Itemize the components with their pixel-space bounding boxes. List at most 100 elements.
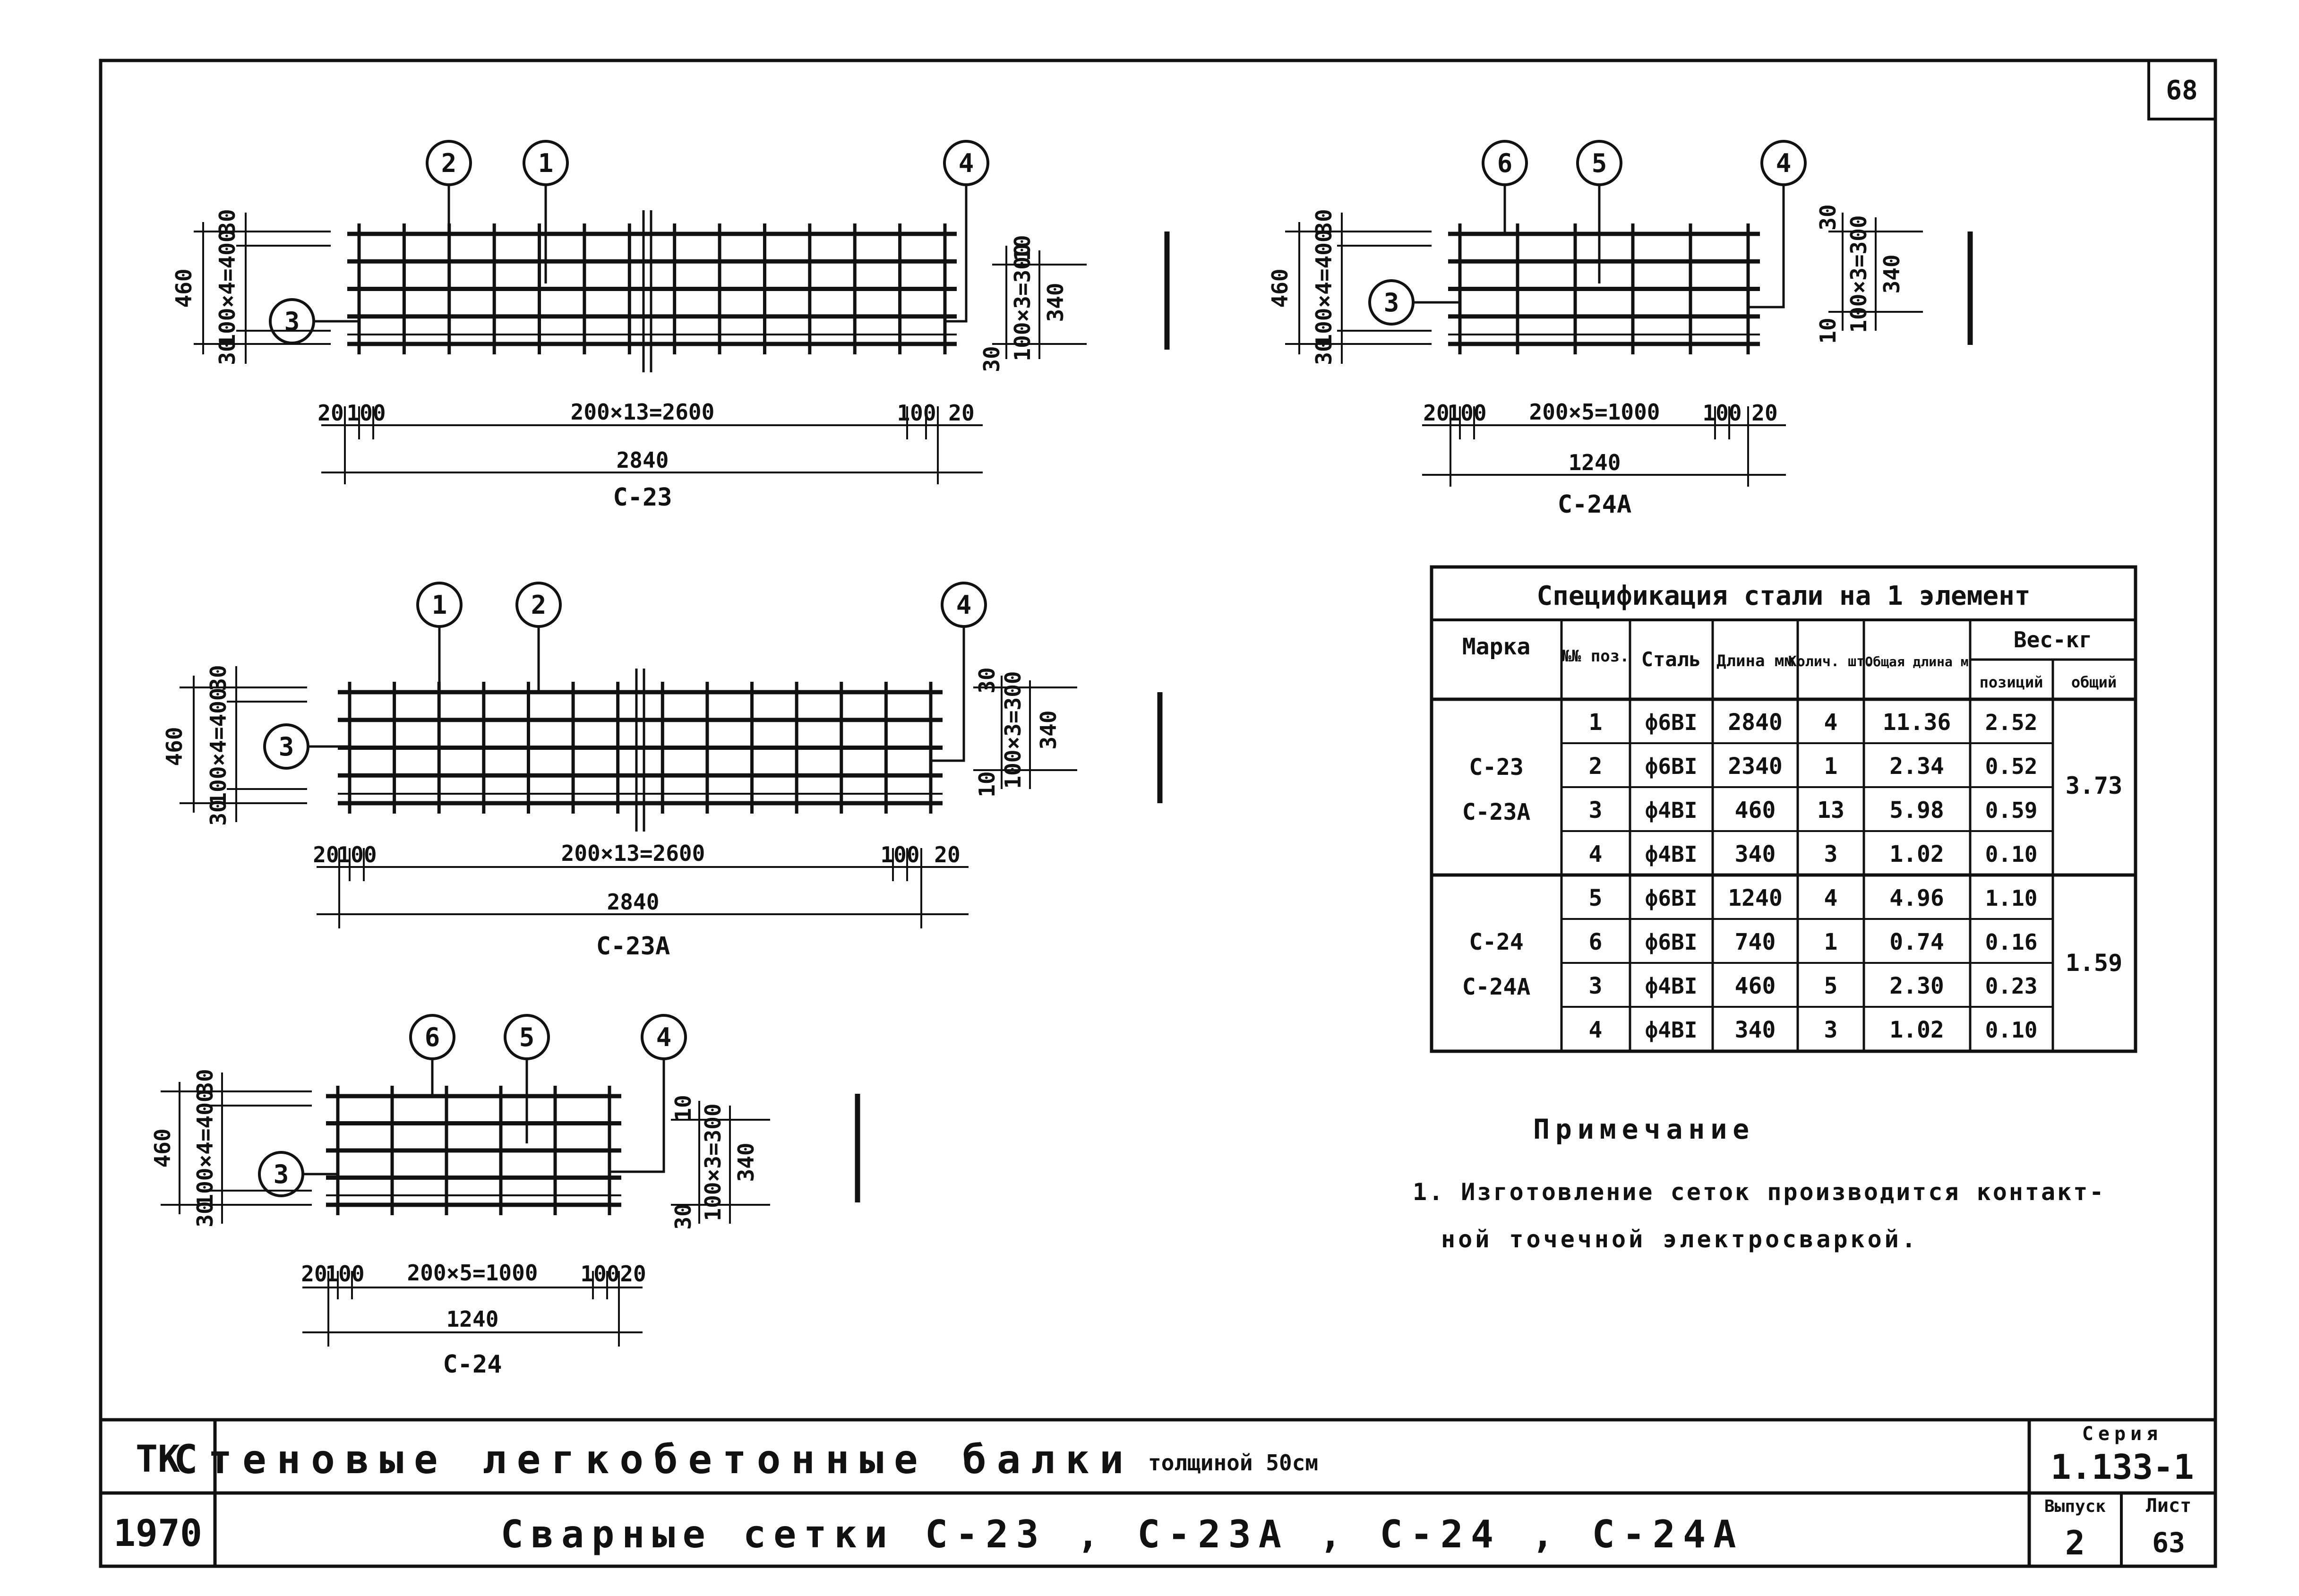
svg-text:4: 4 <box>1824 885 1838 911</box>
svg-text:ф4ВI: ф4ВI <box>1645 973 1698 999</box>
svg-text:1.02: 1.02 <box>1889 841 1944 867</box>
svg-text:1: 1 <box>538 148 554 178</box>
svg-text:100×4=400: 100×4=400 <box>192 1089 218 1207</box>
svg-text:100×3=300: 100×3=300 <box>1010 243 1035 361</box>
svg-text:ф6ВI: ф6ВI <box>1645 929 1698 955</box>
left-dimension-c23: 460 100×4=400 30 30 <box>171 209 331 365</box>
svg-text:10: 10 <box>1010 235 1035 261</box>
svg-text:100: 100 <box>1702 400 1741 426</box>
svg-text:460: 460 <box>171 268 197 308</box>
svg-text:10: 10 <box>670 1095 696 1121</box>
svg-text:100×4=400: 100×4=400 <box>214 229 240 347</box>
drawing-title-c24a: С-24А <box>1558 490 1632 519</box>
note: Примечание 1. Изготовление сеток произво… <box>1413 1113 2105 1253</box>
horizontal-dimension-c23: 20 100 200×13=2600 100 20 2840 <box>317 399 983 484</box>
svg-text:ф6ВI: ф6ВI <box>1645 710 1698 735</box>
svg-text:13: 13 <box>1817 797 1844 824</box>
title-main: Стеновые легкобетонные балки <box>174 1436 1134 1483</box>
table-row: 3 ф4ВI 460 13 5.98 0.59 <box>1589 797 2038 824</box>
sheet-number: 68 <box>2166 75 2197 106</box>
svg-text:2.30: 2.30 <box>1889 973 1944 999</box>
svg-text:100: 100 <box>580 1261 619 1287</box>
svg-text:4: 4 <box>1824 709 1838 736</box>
svg-text:200×13=2600: 200×13=2600 <box>561 841 705 866</box>
svg-text:6: 6 <box>425 1022 440 1052</box>
marker-3: 3 <box>269 298 359 344</box>
svg-text:2840: 2840 <box>1728 709 1783 736</box>
marker-4: 4 <box>943 140 989 323</box>
spec-table: Спецификация стали на 1 элемент Марка №№… <box>1430 565 2137 1053</box>
left-dimension-c23a: 460 100×4=400 30 30 <box>162 665 307 826</box>
svg-text:340: 340 <box>733 1142 759 1182</box>
drawing-title-c23: С-23 <box>613 483 672 512</box>
svg-text:6: 6 <box>1589 929 1603 955</box>
marker-1: 1 <box>416 582 463 737</box>
svg-text:0.23: 0.23 <box>1985 973 2038 999</box>
svg-text:340: 340 <box>1735 841 1776 867</box>
title-suffix: толщиной 50см <box>1148 1450 1318 1476</box>
svg-text:1: 1 <box>1589 709 1603 736</box>
svg-text:460: 460 <box>1735 797 1776 824</box>
header-marka: Марка <box>1462 634 1531 660</box>
sheet-label: Лист <box>2146 1495 2191 1517</box>
svg-text:30: 30 <box>214 339 240 365</box>
series-value: 1.133-1 <box>2050 1447 2194 1487</box>
svg-text:0.74: 0.74 <box>1889 929 1944 955</box>
svg-text:4: 4 <box>956 590 972 620</box>
right-dimension-c24: 340 100×3=300 10 30 <box>670 1095 770 1230</box>
svg-text:4.96: 4.96 <box>1889 885 1944 911</box>
svg-text:460: 460 <box>1735 973 1776 999</box>
svg-text:30: 30 <box>214 209 240 235</box>
svg-text:100×4=400: 100×4=400 <box>1311 229 1337 347</box>
org-code: ТК <box>136 1438 180 1481</box>
svg-text:100: 100 <box>325 1261 364 1287</box>
marker-4: 4 <box>1748 140 1807 309</box>
svg-text:10: 10 <box>974 771 1000 797</box>
svg-text:30: 30 <box>206 665 231 691</box>
right-dimension-c24a: 340 100×3=300 30 10 <box>1815 204 1923 344</box>
mark-c24: С-24 <box>1469 929 1524 955</box>
svg-text:20: 20 <box>620 1261 646 1287</box>
svg-text:0.10: 0.10 <box>1985 841 2038 867</box>
table-row: 4 ф4ВI 340 3 1.02 0.10 <box>1589 841 2038 867</box>
table-row: 6 ф6ВI 740 1 0.74 0.16 <box>1589 929 2038 955</box>
svg-text:6: 6 <box>1497 148 1513 178</box>
svg-text:20: 20 <box>313 842 339 867</box>
svg-text:1.10: 1.10 <box>1985 885 2038 911</box>
svg-text:30: 30 <box>206 799 231 825</box>
marker-6: 6 <box>409 1014 455 1096</box>
marker-6: 6 <box>1482 140 1528 234</box>
note-line-1: 1. Изготовление сеток производится конта… <box>1413 1178 2105 1206</box>
marker-2: 2 <box>515 582 562 692</box>
table-row: 5 ф6ВI 1240 4 4.96 1.10 <box>1589 885 2038 911</box>
svg-text:3: 3 <box>1824 1017 1838 1043</box>
horizontal-dimension-c23a: 20 100 200×13=2600 100 20 2840 <box>313 841 969 928</box>
issue-label: Выпуск <box>2044 1497 2106 1516</box>
svg-text:20: 20 <box>948 400 974 426</box>
svg-text:3: 3 <box>1589 797 1603 824</box>
svg-text:ф6ВI: ф6ВI <box>1645 885 1698 911</box>
svg-text:30: 30 <box>1311 339 1337 365</box>
drawing-title-c24: С-24 <box>443 1350 502 1379</box>
svg-text:740: 740 <box>1735 929 1776 955</box>
svg-text:200×5=1000: 200×5=1000 <box>1529 399 1660 425</box>
right-dimension-c23a: 340 100×3=300 30 10 <box>973 667 1077 798</box>
header-length: Длина мм <box>1716 652 1794 670</box>
svg-text:1240: 1240 <box>1569 450 1621 475</box>
left-dimension-c24: 460 100×4=400 30 30 <box>150 1069 312 1227</box>
issue-value: 2 <box>2065 1524 2085 1562</box>
svg-text:100: 100 <box>880 842 919 867</box>
svg-text:ф4ВI: ф4ВI <box>1645 841 1698 867</box>
drawing-title-c23a: С-23А <box>596 932 670 961</box>
svg-text:2.34: 2.34 <box>1889 753 1944 780</box>
svg-text:5: 5 <box>519 1022 535 1052</box>
title-block: ТК 1970 Стеновые легкобетонные балки тол… <box>101 1418 2215 1566</box>
svg-text:100×3=300: 100×3=300 <box>1000 671 1026 789</box>
left-dimension-c24a: 460 100×4=400 30 30 <box>1267 209 1432 365</box>
table-row: 1 ф6ВI 2840 4 11.36 2.52 <box>1589 709 2038 736</box>
svg-text:340: 340 <box>1735 1017 1776 1043</box>
svg-text:340: 340 <box>1879 254 1904 293</box>
svg-text:2: 2 <box>1589 753 1603 780</box>
horizontal-dimension-c24: 20 100 200×5=1000 100 20 1240 <box>301 1260 646 1347</box>
svg-text:5.98: 5.98 <box>1889 797 1944 824</box>
